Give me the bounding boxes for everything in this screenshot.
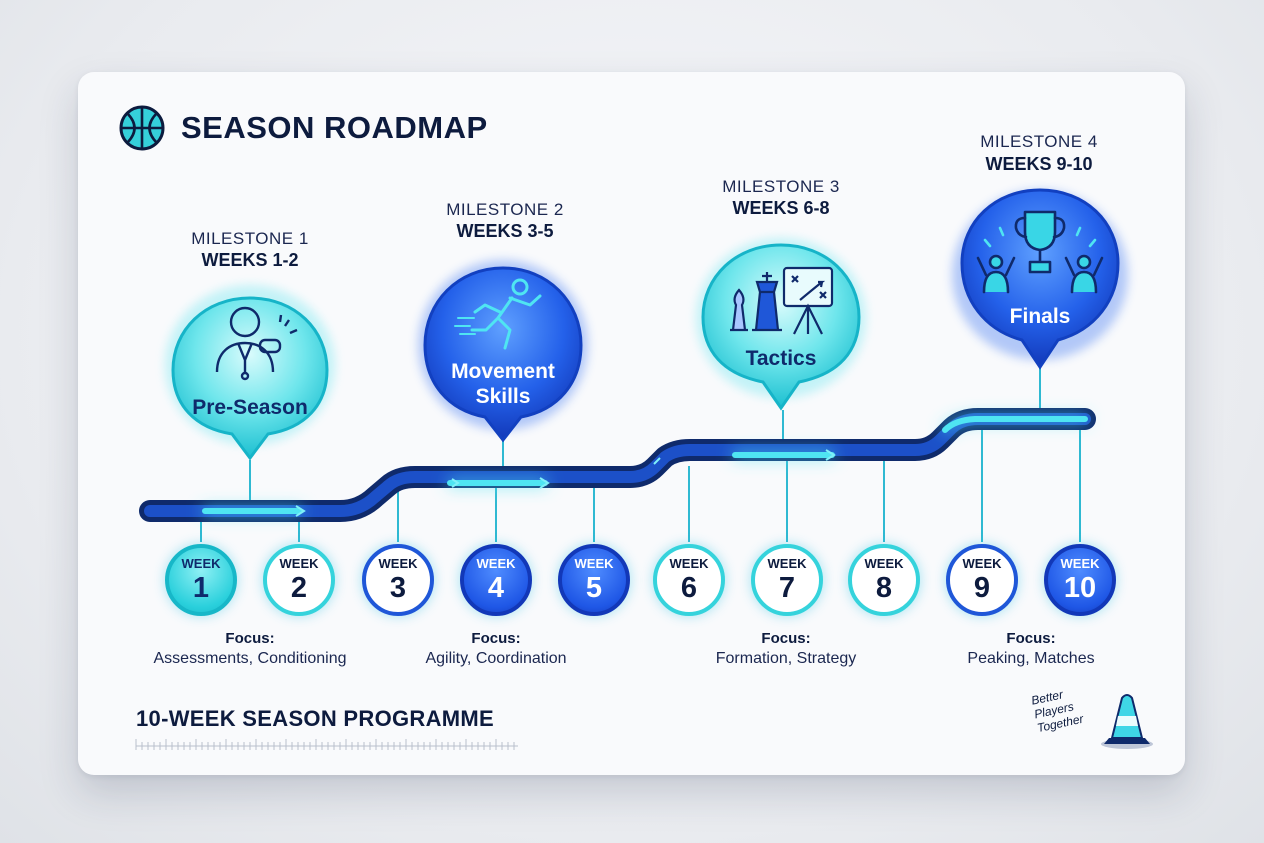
milestone-3-weeks: WEEKS 6-8: [732, 198, 830, 218]
focus-1-heading: Focus:: [225, 630, 275, 647]
trophy-celebration-icon: [976, 210, 1104, 294]
milestone-2-name-line-2: Skills: [475, 385, 531, 408]
milestone-4-weeks: WEEKS 9-10: [985, 154, 1093, 174]
milestone-1-name: Pre-Season: [192, 396, 308, 419]
milestone-1-label: MILESTONE 1: [191, 229, 309, 248]
week-6-number: 6: [680, 572, 698, 604]
programme-title: 10-WEEK SEASON PROGRAMME: [136, 706, 495, 731]
week-9-label: WEEK: [962, 556, 1002, 571]
week-3-number: 3: [389, 572, 407, 604]
week-7-number: 7: [778, 572, 796, 604]
week-5-marker: [558, 544, 630, 616]
week-2-label: WEEK: [279, 556, 319, 571]
week-4-label: WEEK: [476, 556, 516, 571]
focus-4-text: Peaking, Matches: [967, 650, 1095, 667]
training-cone-icon: [1101, 694, 1153, 749]
season-track: [139, 408, 1096, 522]
milestone-2-name: Movement Skills: [413, 359, 593, 409]
week-8-number: 8: [875, 572, 893, 604]
week-4-number: 4: [487, 572, 505, 604]
week-3-marker: [362, 544, 434, 616]
basketball-icon: [119, 105, 165, 151]
pin-pre-season: [165, 285, 335, 461]
milestone-2-name-line-1: Movement: [451, 360, 555, 383]
week-1-marker: [165, 544, 237, 616]
chess-whiteboard-icon: [730, 266, 834, 335]
week-1-label: WEEK: [181, 556, 221, 571]
week-5-number: 5: [585, 572, 603, 604]
focus-1-text: Assessments, Conditioning: [153, 650, 347, 667]
milestone-3-name: Tactics: [745, 347, 817, 370]
week-1-number: 1: [192, 572, 210, 604]
week-connectors: [200, 420, 1081, 542]
pin-tactics: [696, 238, 866, 411]
milestone-3-label: MILESTONE 3: [722, 177, 840, 196]
milestone-2-weeks: WEEKS 3-5: [456, 221, 554, 241]
week-2-marker: [263, 544, 335, 616]
focus-4-heading: Focus:: [1006, 630, 1056, 647]
milestone-2-label: MILESTONE 2: [446, 200, 564, 219]
week-10-label: WEEK: [1060, 556, 1100, 571]
focus-3-heading: Focus:: [761, 630, 811, 647]
milestone-1-weeks: WEEKS 1-2: [201, 250, 299, 270]
week-6-label: WEEK: [669, 556, 709, 571]
page-title: SEASON ROADMAP: [181, 110, 488, 145]
week-2-number: 2: [290, 572, 308, 604]
week-6-marker: [653, 544, 725, 616]
week-3-label: WEEK: [378, 556, 418, 571]
focus-3-text: Formation, Strategy: [715, 650, 857, 667]
week-8-label: WEEK: [864, 556, 904, 571]
week-7-marker: [751, 544, 823, 616]
week-7-label: WEEK: [767, 556, 807, 571]
week-4-marker: [460, 544, 532, 616]
running-athlete-icon: [454, 278, 542, 350]
coach-whistle-icon: [215, 306, 298, 381]
week-5-label: WEEK: [574, 556, 614, 571]
focus-2-heading: Focus:: [471, 630, 521, 647]
milestone-4-name: Finals: [1009, 305, 1071, 328]
week-10-number: 10: [1063, 572, 1097, 604]
pin-movement-skills: [418, 260, 588, 443]
focus-2-text: Agility, Coordination: [425, 650, 567, 667]
week-9-marker: [946, 544, 1018, 616]
milestone-4-label: MILESTONE 4: [980, 132, 1098, 151]
week-8-marker: [848, 544, 920, 616]
pin-finals: [952, 188, 1128, 370]
week-9-number: 9: [973, 572, 991, 604]
week-10-marker: [1044, 544, 1116, 616]
programme-ruler: [135, 739, 518, 750]
